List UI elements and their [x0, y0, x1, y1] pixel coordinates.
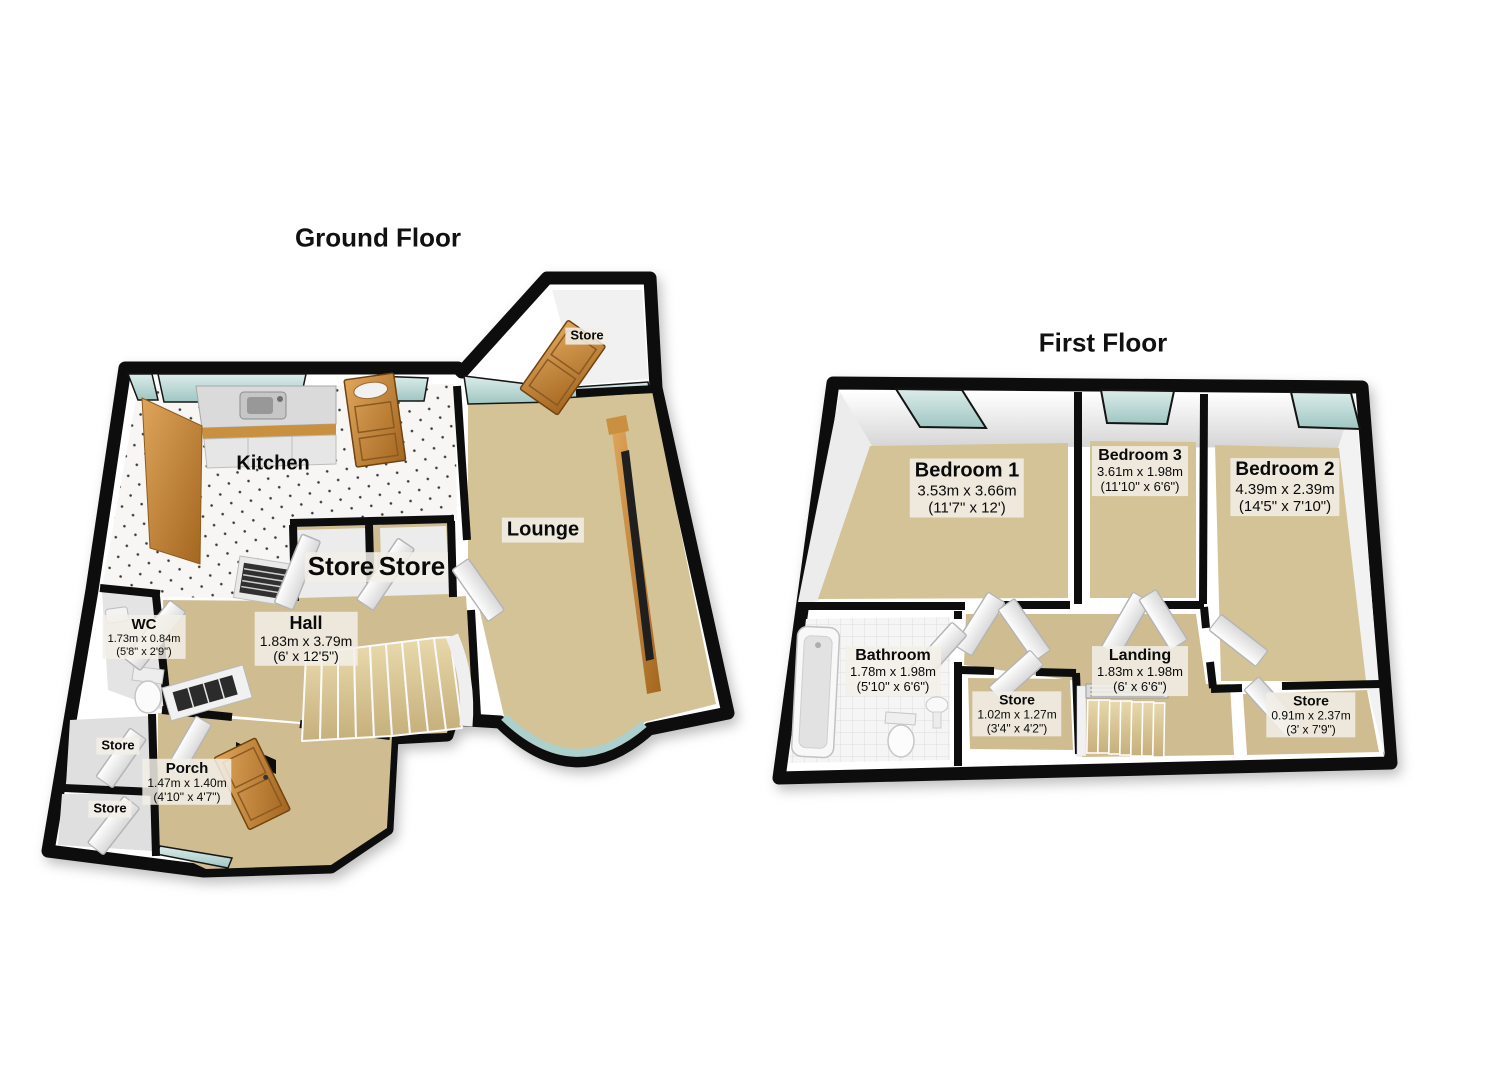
lounge-name: Lounge [506, 518, 580, 541]
room-label-bedroom-1: Bedroom 1 3.53m x 3.66m (11'7" x 12') [909, 458, 1025, 518]
lounge-floor [468, 391, 716, 752]
room-label-store-long: Store 0.91m x 2.37m (3' x 7'9") [1266, 692, 1356, 738]
hall-imperial: (6' x 12'5") [273, 648, 339, 665]
wall-face-left [797, 392, 872, 607]
bathroom-imperial: (5'10" x 6'6") [856, 679, 930, 695]
room-label-store-inner-right: Store [375, 551, 449, 582]
room-label-landing: Landing 1.83m x 1.98m (6' x 6'6") [1092, 646, 1188, 696]
room-label-store-bottom: Store [88, 800, 132, 818]
basin [925, 696, 949, 714]
porch-metric: 1.47m x 1.40m [147, 775, 227, 790]
bedroom-1-name: Bedroom 1 [914, 459, 1020, 482]
stairs-stringer [445, 633, 474, 727]
wc-metric: 1.73m x 0.84m [107, 633, 181, 646]
bedroom-3-imperial: (11'10" x 6'6") [1100, 479, 1180, 495]
corner-window [126, 373, 159, 401]
store-inner-left-name: Store [307, 551, 375, 582]
wc-imperial: (5'8" x 2'9") [116, 645, 172, 658]
bedroom3-window [1099, 388, 1176, 426]
landing-imperial: (6' x 6'6") [1113, 679, 1167, 695]
first-floor-windows [894, 387, 1362, 431]
room-label-bedroom-2: Bedroom 2 4.39m x 2.39m (14'5" x 7'10") [1230, 458, 1340, 516]
store-inner-right-name: Store [378, 551, 446, 582]
lounge-window-rail [606, 415, 661, 694]
store-small-name: Store [999, 691, 1035, 708]
bathroom-fixtures [790, 625, 949, 759]
landing-name: Landing [1108, 647, 1172, 665]
kitchen-counter-left [141, 397, 203, 565]
porch-name: Porch [165, 759, 209, 777]
bedroom-2-name: Bedroom 2 [1235, 459, 1335, 481]
room-label-porch: Porch 1.47m x 1.40m (4'10" x 4'7") [142, 758, 232, 806]
store-bottom-name: Store [93, 800, 127, 816]
room-label-bathroom: Bathroom 1.78m x 1.98m (5'10" x 6'6") [845, 646, 941, 696]
wc-name: WC [131, 615, 157, 633]
room-label-store-side: Store [96, 737, 140, 755]
bedroom-1-imperial: (11'7" x 12') [928, 499, 1006, 517]
kitchen-units [141, 385, 337, 565]
kitchen-door [343, 372, 407, 468]
store-top-name: Store [570, 327, 604, 343]
room-label-store-small: Store 1.02m x 1.27m (3'4" x 4'2") [972, 691, 1062, 737]
bathroom-name: Bathroom [855, 647, 931, 665]
hall-metric: 1.83m x 3.79m [259, 632, 353, 649]
room-label-wc: WC 1.73m x 0.84m (5'8" x 2'9") [102, 614, 186, 660]
bedroom2-window [1289, 390, 1362, 431]
first-floor-title: First Floor [1038, 327, 1168, 358]
store-small-metric: 1.02m x 1.27m [977, 707, 1057, 722]
ground-floor-title: Ground Floor [294, 222, 462, 253]
toilet-bowl [887, 724, 915, 758]
room-label-bedroom-3: Bedroom 3 3.61m x 1.98m (11'10" x 6'6") [1092, 446, 1188, 496]
toilet-bowl [134, 680, 162, 714]
bathroom-metric: 1.78m x 1.98m [850, 664, 936, 680]
store-small-imperial: (3'4" x 4'2") [986, 720, 1048, 735]
room-label-kitchen: Kitchen [231, 452, 314, 477]
store-long-metric: 0.91m x 2.37m [1271, 708, 1351, 723]
room-label-hall: Hall 1.83m x 3.79m (6' x 12'5") [254, 611, 358, 667]
kitchen-sink-basin [247, 397, 273, 414]
store-long-imperial: (3' x 7'9") [1286, 721, 1336, 736]
porch-glazed-door [161, 664, 253, 722]
porch-imperial: (4'10" x 4'7") [153, 789, 221, 804]
basin-pedestal [932, 711, 942, 729]
kitchen-faucet [277, 396, 283, 402]
bedroom-3-metric: 3.61m x 1.98m [1097, 464, 1183, 480]
bay-window-glass [501, 714, 647, 757]
bedroom1-window [894, 387, 988, 430]
store-long-name: Store [1293, 692, 1329, 709]
hall-stairs [301, 636, 463, 742]
store-side-name: Store [101, 737, 135, 753]
toilet-cistern [884, 711, 917, 726]
room-label-store-top: Store [565, 327, 609, 345]
hall-name: Hall [289, 612, 323, 633]
bedroom-3-name: Bedroom 3 [1098, 447, 1182, 465]
bathtub [790, 625, 841, 759]
bedroom-2-imperial: (14'5" x 7'10") [1238, 497, 1332, 515]
kitchen-name: Kitchen [236, 452, 310, 475]
landing-metric: 1.83m x 1.98m [1097, 664, 1183, 680]
bedroom-2-metric: 4.39m x 2.39m [1235, 480, 1335, 498]
room-label-lounge: Lounge [501, 517, 585, 543]
wall-face-right [1338, 396, 1385, 757]
room-label-store-inner-left: Store [304, 551, 378, 582]
bedroom-1-metric: 3.53m x 3.66m [917, 482, 1017, 500]
kitchen-counter-edge [202, 424, 336, 439]
